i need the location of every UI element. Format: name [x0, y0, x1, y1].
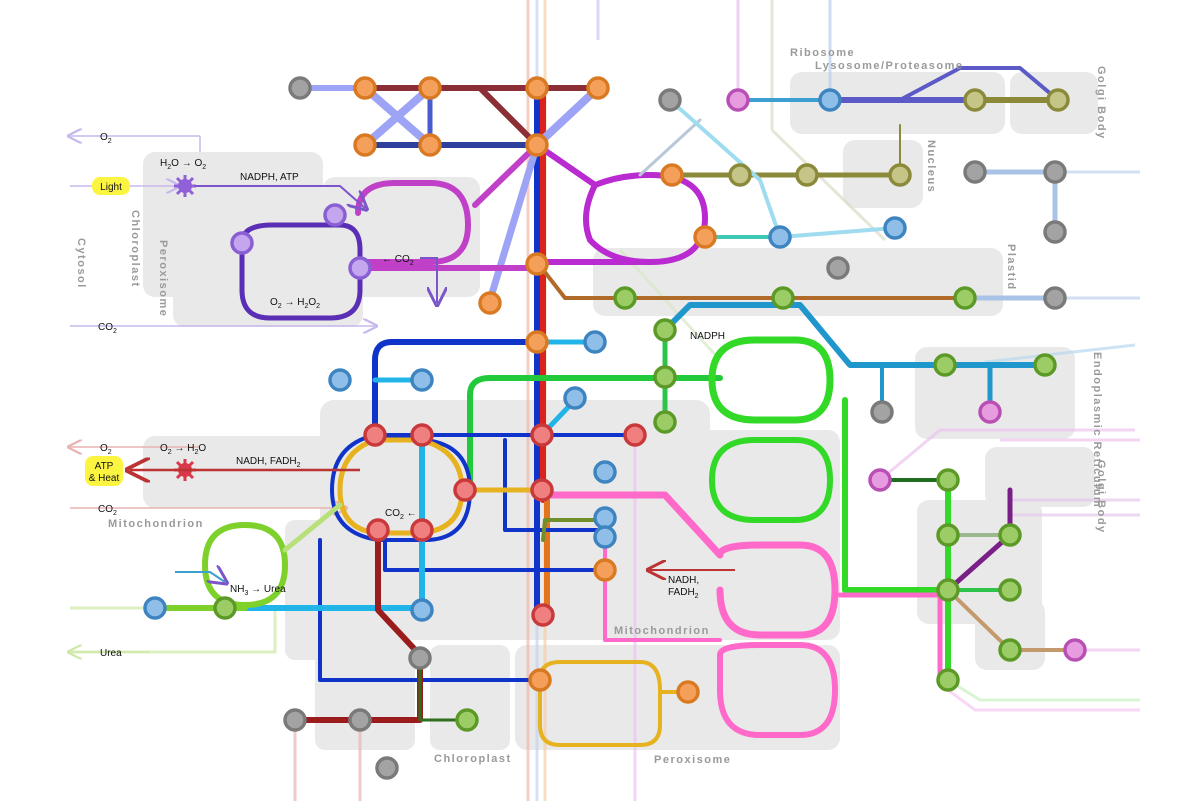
o2-top-label: O2 — [100, 132, 112, 145]
co2-chloroplast-label: ← CO2 — [382, 254, 414, 267]
heat-label: & Heat — [89, 473, 120, 484]
lysosome-label: Lysosome/Proteasome — [815, 60, 964, 72]
o2-h2o2-label: O2 → H2O2 — [270, 297, 320, 310]
o2-h2o-label: O2 → H2O — [160, 443, 206, 456]
nucleus-label: Nucleus — [925, 140, 937, 193]
co2-mito-label: CO2 ← — [385, 508, 417, 521]
ribosome-label: Ribosome — [790, 47, 855, 59]
co2-mid-label: CO2 — [98, 504, 117, 517]
cytosol-label: Cytosol — [75, 238, 87, 289]
er-label: Endoplasmic Reticulum — [1091, 352, 1103, 508]
co2-top-label: CO2 — [98, 322, 117, 335]
atp-label: ATP — [95, 461, 114, 472]
nadh-fadh-label: NADH, FADH2 — [236, 456, 301, 469]
peroxisome-label-left: Peroxisome — [157, 240, 169, 317]
golgi-label-bottom: Golgi Body — [1095, 460, 1107, 534]
nadph-label: NADPH — [690, 331, 725, 342]
nadh-label: NADH, — [668, 575, 699, 586]
golgi-label-top: Golgi Body — [1095, 66, 1107, 140]
plastid-label: Plastid — [1005, 244, 1017, 291]
mitochondrion-label-left: Mitochondrion — [108, 518, 204, 530]
light-label: Light — [100, 182, 122, 193]
light-enzyme-icon — [174, 175, 196, 197]
nadph-atp-label: NADPH, ATP — [240, 172, 299, 183]
light-badge: Light — [92, 177, 130, 195]
urea-side-label: Urea — [100, 648, 122, 659]
chloroplast-label-left: Chloroplast — [129, 210, 141, 288]
process-arrows — [130, 185, 735, 582]
nh3-urea-label: NH3 → Urea — [230, 584, 286, 597]
o2-mid-label: O2 — [100, 443, 112, 456]
fadh-label: FADH2 — [668, 587, 699, 600]
atp-heat-badge: ATP & Heat — [85, 456, 123, 486]
h2o-o2-label: H2O → O2 — [160, 158, 206, 171]
stations — [143, 76, 1087, 780]
cytosol-io-arrows — [70, 136, 375, 652]
mitochondrion-label-center: Mitochondrion — [614, 625, 710, 637]
chloroplast-label-bottom: Chloroplast — [434, 753, 512, 765]
peroxisome-label-bottom: Peroxisome — [654, 754, 731, 766]
